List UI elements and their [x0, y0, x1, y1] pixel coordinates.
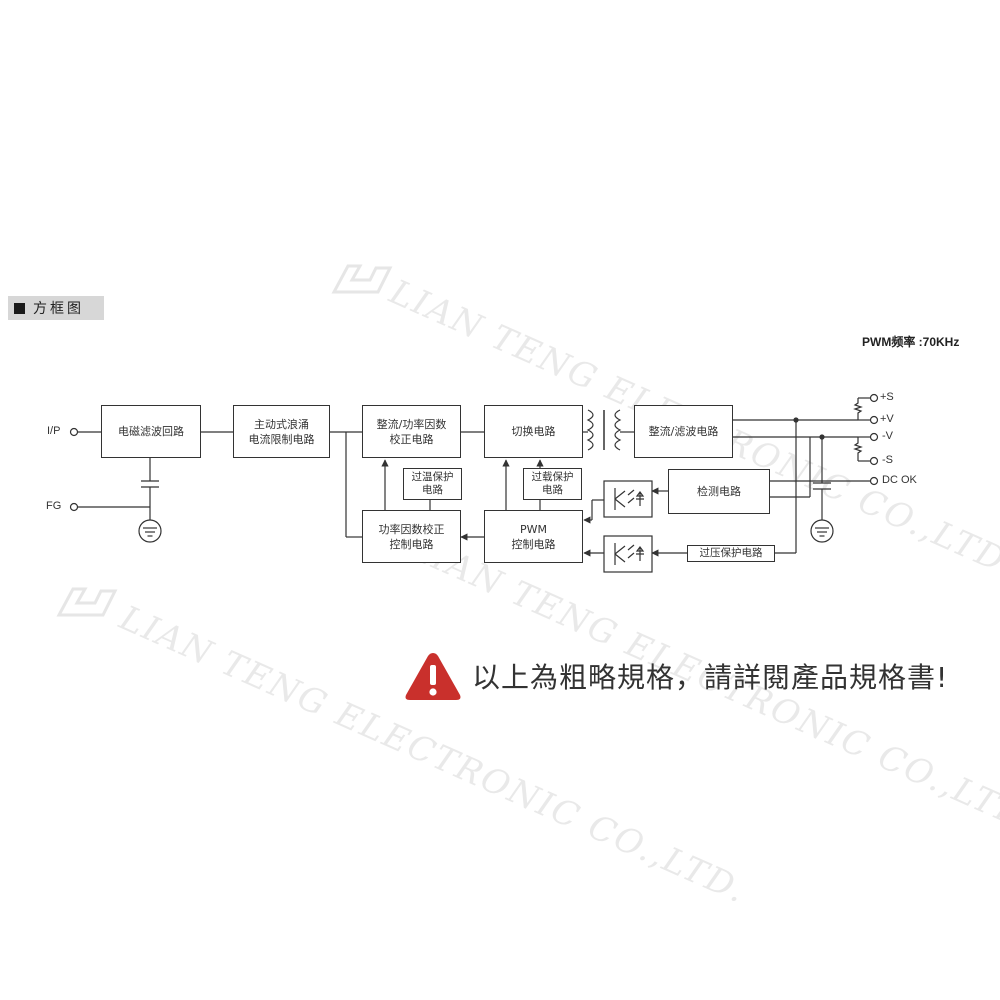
- pin-plus-s: +S: [880, 391, 894, 403]
- warning-icon: [404, 650, 462, 702]
- pwm-control-block: PWM 控制电路: [484, 510, 583, 563]
- detection-block: 检测电路: [668, 469, 770, 514]
- section-header: 方框图: [8, 296, 104, 320]
- block-label: 切换电路: [511, 425, 556, 438]
- ovp-block: 过压保护电路: [687, 545, 775, 562]
- pfc-control-block: 功率因数校正 控制电路: [362, 510, 461, 563]
- block-label: 功率因数校正: [378, 522, 445, 536]
- emi-filter-block: 电磁滤波回路: [101, 405, 201, 458]
- pin-minus-s: -S: [882, 454, 893, 466]
- block-label: 主动式浪涌: [254, 417, 309, 431]
- block-label: 电路: [422, 484, 443, 496]
- block-label: 过载保护: [531, 471, 574, 483]
- watermark-logo: [331, 264, 393, 294]
- block-label: 过温保护: [411, 471, 454, 483]
- block-label: 整流/滤波电路: [648, 425, 719, 438]
- block-label: PWM: [519, 522, 547, 536]
- switching-block: 切换电路: [484, 405, 583, 458]
- rectifier-pfc-block: 整流/功率因数 校正电路: [362, 405, 461, 458]
- block-label: 电流限制电路: [248, 432, 315, 446]
- block-label: 电磁滤波回路: [118, 425, 184, 438]
- output-rectifier-block: 整流/滤波电路: [634, 405, 733, 458]
- block-label: 校正电路: [389, 432, 434, 446]
- block-label: 电路: [542, 484, 563, 496]
- optocoupler-icon: [603, 535, 653, 573]
- otp-block: 过温保护 电路: [403, 468, 462, 500]
- section-title: 方框图: [33, 301, 84, 317]
- pwm-frequency-label: PWM频率 :70KHz: [862, 335, 960, 349]
- block-label: 检测电路: [697, 485, 741, 498]
- block-label: 控制电路: [511, 537, 556, 551]
- pin-dc-ok: DC OK: [882, 474, 917, 486]
- pin-input: I/P: [47, 425, 61, 437]
- block-label: 控制电路: [389, 537, 434, 551]
- olp-block: 过载保护 电路: [523, 468, 582, 500]
- optocoupler-icon: [603, 480, 653, 518]
- spec-notice: 以上為粗略規格，請詳閱產品規格書!: [404, 650, 948, 702]
- pin-minus-v: -V: [882, 430, 893, 442]
- pin-plus-v: +V: [880, 413, 894, 425]
- block-label: 过压保护电路: [699, 547, 763, 559]
- notice-text: 以上為粗略規格，請詳閱產品規格書!: [472, 661, 949, 694]
- square-icon: [14, 302, 25, 314]
- pin-fg: FG: [46, 500, 62, 512]
- watermark-logo: [56, 587, 118, 617]
- block-label: 整流/功率因数: [376, 417, 447, 431]
- inrush-limit-block: 主动式浪涌 电流限制电路: [233, 405, 330, 458]
